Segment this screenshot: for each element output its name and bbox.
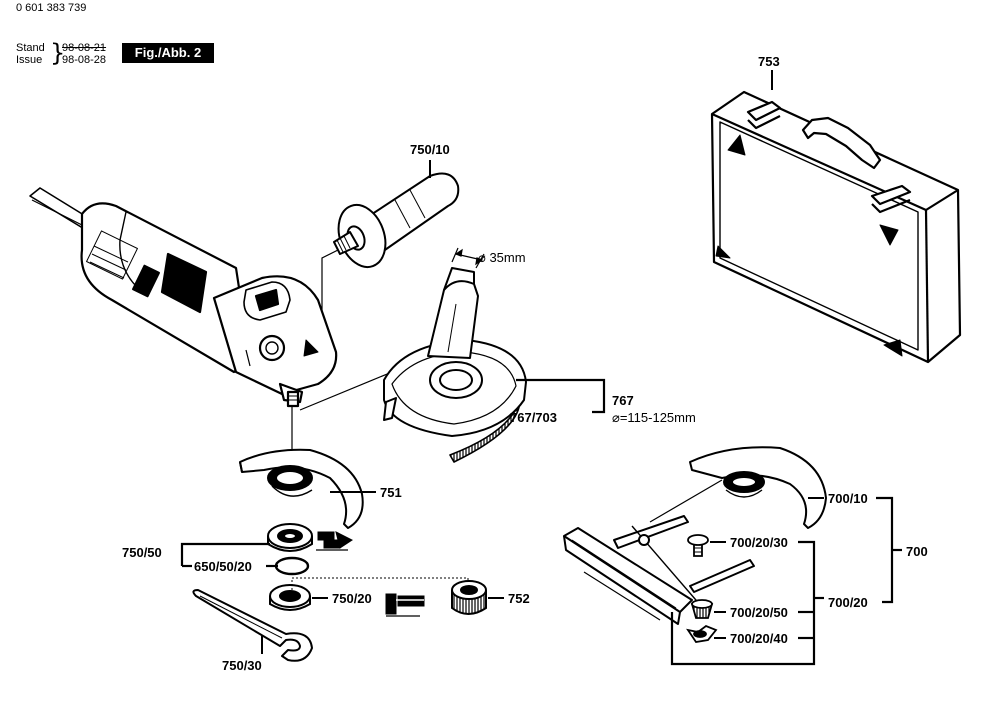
mounting-flange-icon xyxy=(267,523,313,552)
document-number: 0 601 383 739 xyxy=(16,2,87,14)
protection-guard-icon xyxy=(239,448,364,529)
part-767-703-label: 767/703 xyxy=(510,410,557,425)
diameter-range-label: ⌀=115-125mm xyxy=(612,410,696,425)
carrying-case-icon xyxy=(710,90,962,364)
part-752-label: 752 xyxy=(508,591,530,606)
dimension-35mm xyxy=(451,247,485,269)
part-750-10-label: 750/10 xyxy=(410,142,450,157)
extraction-guard-icon xyxy=(383,267,527,463)
part-700-10-label: 700/10 xyxy=(828,491,868,506)
part-753-label: 753 xyxy=(758,54,780,69)
cutting-guide-frame-icon xyxy=(563,515,755,625)
o-ring-icon xyxy=(274,556,310,576)
figure-badge: Fig./Abb. 2 xyxy=(122,43,214,63)
stand-label: Stand xyxy=(16,42,45,54)
clamping-nut-icon xyxy=(269,584,311,611)
part-700-20-50-label: 700/20/50 xyxy=(730,605,788,620)
quick-clamping-nut-icon xyxy=(451,580,487,615)
screw-icon xyxy=(687,534,709,557)
part-700-label: 700 xyxy=(906,544,928,559)
part-750-30-label: 750/30 xyxy=(222,658,262,673)
adjusting-knob-icon xyxy=(690,599,714,619)
brace-icon: } xyxy=(50,39,66,67)
angle-grinder-icon xyxy=(29,187,338,408)
stand-date: 98-08-21 xyxy=(62,42,107,54)
issue-label: Issue xyxy=(16,54,43,66)
issue-date: 98-08-28 xyxy=(62,54,107,66)
cutting-guard-icon xyxy=(689,446,827,529)
auxiliary-handle-icon xyxy=(333,172,460,268)
part-751-label: 751 xyxy=(380,485,402,500)
part-700-20-30-label: 700/20/30 xyxy=(730,535,788,550)
part-750-50-label: 750/50 xyxy=(122,545,162,560)
part-700-20-label: 700/20 xyxy=(828,595,868,610)
flange-detail-icon xyxy=(316,531,353,551)
pin-wrench-icon xyxy=(192,589,313,662)
nut-detail-icon xyxy=(385,593,425,617)
part-650-50-20-label: 650/50/20 xyxy=(194,559,252,574)
part-767-label: 767 xyxy=(612,393,634,408)
wing-nut-icon xyxy=(686,624,718,643)
part-750-20-label: 750/20 xyxy=(332,591,372,606)
part-700-20-40-label: 700/20/40 xyxy=(730,631,788,646)
diameter-35-label: ⌀ 35mm xyxy=(478,250,526,265)
